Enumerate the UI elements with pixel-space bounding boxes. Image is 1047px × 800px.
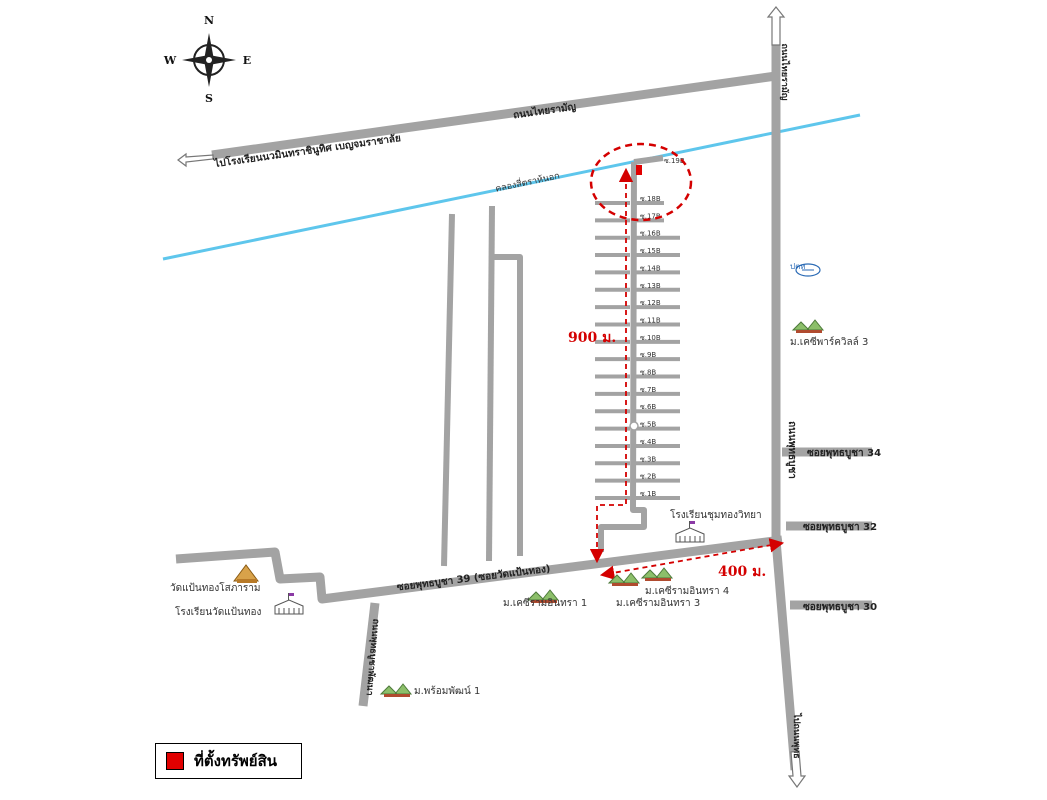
label-soi-32: ซอยพุทธบูชา 32 <box>803 522 877 534</box>
label-soi-34: ซอยพุทธบูชา 34 <box>807 448 881 460</box>
label-gas-station: ปตท <box>790 262 806 271</box>
legend-marker-icon <box>166 752 184 770</box>
road-thairaman-north <box>211 71 777 160</box>
school-icon <box>675 521 705 543</box>
village-3-icon <box>607 572 641 586</box>
village-1-icon <box>526 589 560 603</box>
compass-s: S <box>205 92 213 105</box>
south-arrow-icon <box>787 750 807 789</box>
distance-400-label: 400 ม. <box>718 564 766 580</box>
label-school-west: โรงเรียนวัดแป้นทอง <box>175 605 261 618</box>
soi-label: ซ.2B <box>640 473 656 481</box>
label-village-3: ม.เคซีรามอินทรา 3 <box>616 597 700 609</box>
north-arrow-icon <box>766 6 786 46</box>
canal <box>162 113 861 261</box>
soi-label: ซ.4B <box>640 438 656 446</box>
soi-label: ซ.12B <box>640 299 661 307</box>
label-village-park: ม.เคซีพาร์ควิลล์ 3 <box>790 336 868 348</box>
label-village-1: ม.เคซีรามอินทรา 1 <box>503 597 587 609</box>
junction-node-icon <box>629 421 639 431</box>
label-canal: คลองสี่ตราห้นอก <box>494 168 561 194</box>
road-west-2 <box>486 205 495 562</box>
temple-icon <box>233 564 259 583</box>
distance-400-path <box>599 538 785 580</box>
soi-group: ซ.19B ซ.18B ซ.17B ซ.16B ซ.15B ซ.14B ซ.13B ซ.12B… <box>595 157 685 500</box>
road-loop <box>491 254 523 556</box>
soi-label: ซ.13B <box>640 282 661 290</box>
compass-n: N <box>204 14 214 27</box>
village-icon <box>791 319 825 333</box>
label-village-prompat: ม.พร้อมพัฒน์ 1 <box>414 685 480 697</box>
west-arrow-icon <box>177 152 214 168</box>
distance-900-path <box>589 167 634 564</box>
label-soi-30: ซอยพุทธบูชา 30 <box>803 602 877 614</box>
soi-label: ซ.5B <box>640 421 656 429</box>
legend-label: ที่ตั้งทรัพย์สิน <box>194 752 277 770</box>
label-east-destination-south: ไปถนนพุทธ <box>791 712 803 758</box>
road-east-main <box>771 40 800 771</box>
school-west-icon <box>274 593 304 615</box>
road-west-1 <box>441 213 455 567</box>
gas-station-icon <box>795 263 821 277</box>
soi-label: ซ.15B <box>640 247 661 255</box>
label-school-east: โรงเรียนชุมทองวิทยา <box>670 508 762 521</box>
label-east-road-top: ถนนไทยรามัญ <box>779 44 791 101</box>
label-east-road-mid: ถนนพุทธบูชา <box>785 421 797 479</box>
compass-e: E <box>243 54 251 67</box>
soi-label: ซ.16B <box>640 230 661 238</box>
label-north-road: ถนนไทยรามัญ <box>512 100 577 122</box>
soi-label: ซ.14B <box>640 264 661 272</box>
label-south-road: ซอยพุทธบูชา 39 (ซอยวัดแป้นทอง) <box>396 563 551 595</box>
compass-w: W <box>163 54 177 67</box>
property-marker <box>636 165 642 175</box>
village-4-icon <box>640 567 674 581</box>
compass-icon <box>182 33 236 87</box>
village-prompat-icon <box>379 683 413 697</box>
distance-900-label: 900 ม. <box>568 330 616 346</box>
soi-label: ซ.19B <box>664 157 685 165</box>
soi-label: ซ.8B <box>640 369 656 377</box>
soi-label: ซ.1B <box>640 490 656 498</box>
soi-label: ซ.18B <box>640 195 661 203</box>
road-soi-39 <box>175 535 783 604</box>
label-temple: วัดแป้นทองโสภาราม <box>170 581 260 594</box>
soi-label: ซ.9B <box>640 351 656 359</box>
soi-label: ซ.11B <box>640 316 661 324</box>
legend: ที่ตั้งทรัพย์สิน <box>155 743 302 779</box>
property-highlight-circle <box>589 142 693 222</box>
soi-label: ซ.7B <box>640 386 656 394</box>
road-south-branch <box>358 602 380 707</box>
soi-label: ซ.17B <box>640 212 661 220</box>
soi-label: ซ.10B <box>640 334 661 342</box>
soi-label: ซ.6B <box>640 403 656 411</box>
soi-label: ซ.3B <box>640 455 656 463</box>
road-spine <box>633 155 664 165</box>
label-village-4: ม.เคซีรามอินทรา 4 <box>645 585 729 597</box>
